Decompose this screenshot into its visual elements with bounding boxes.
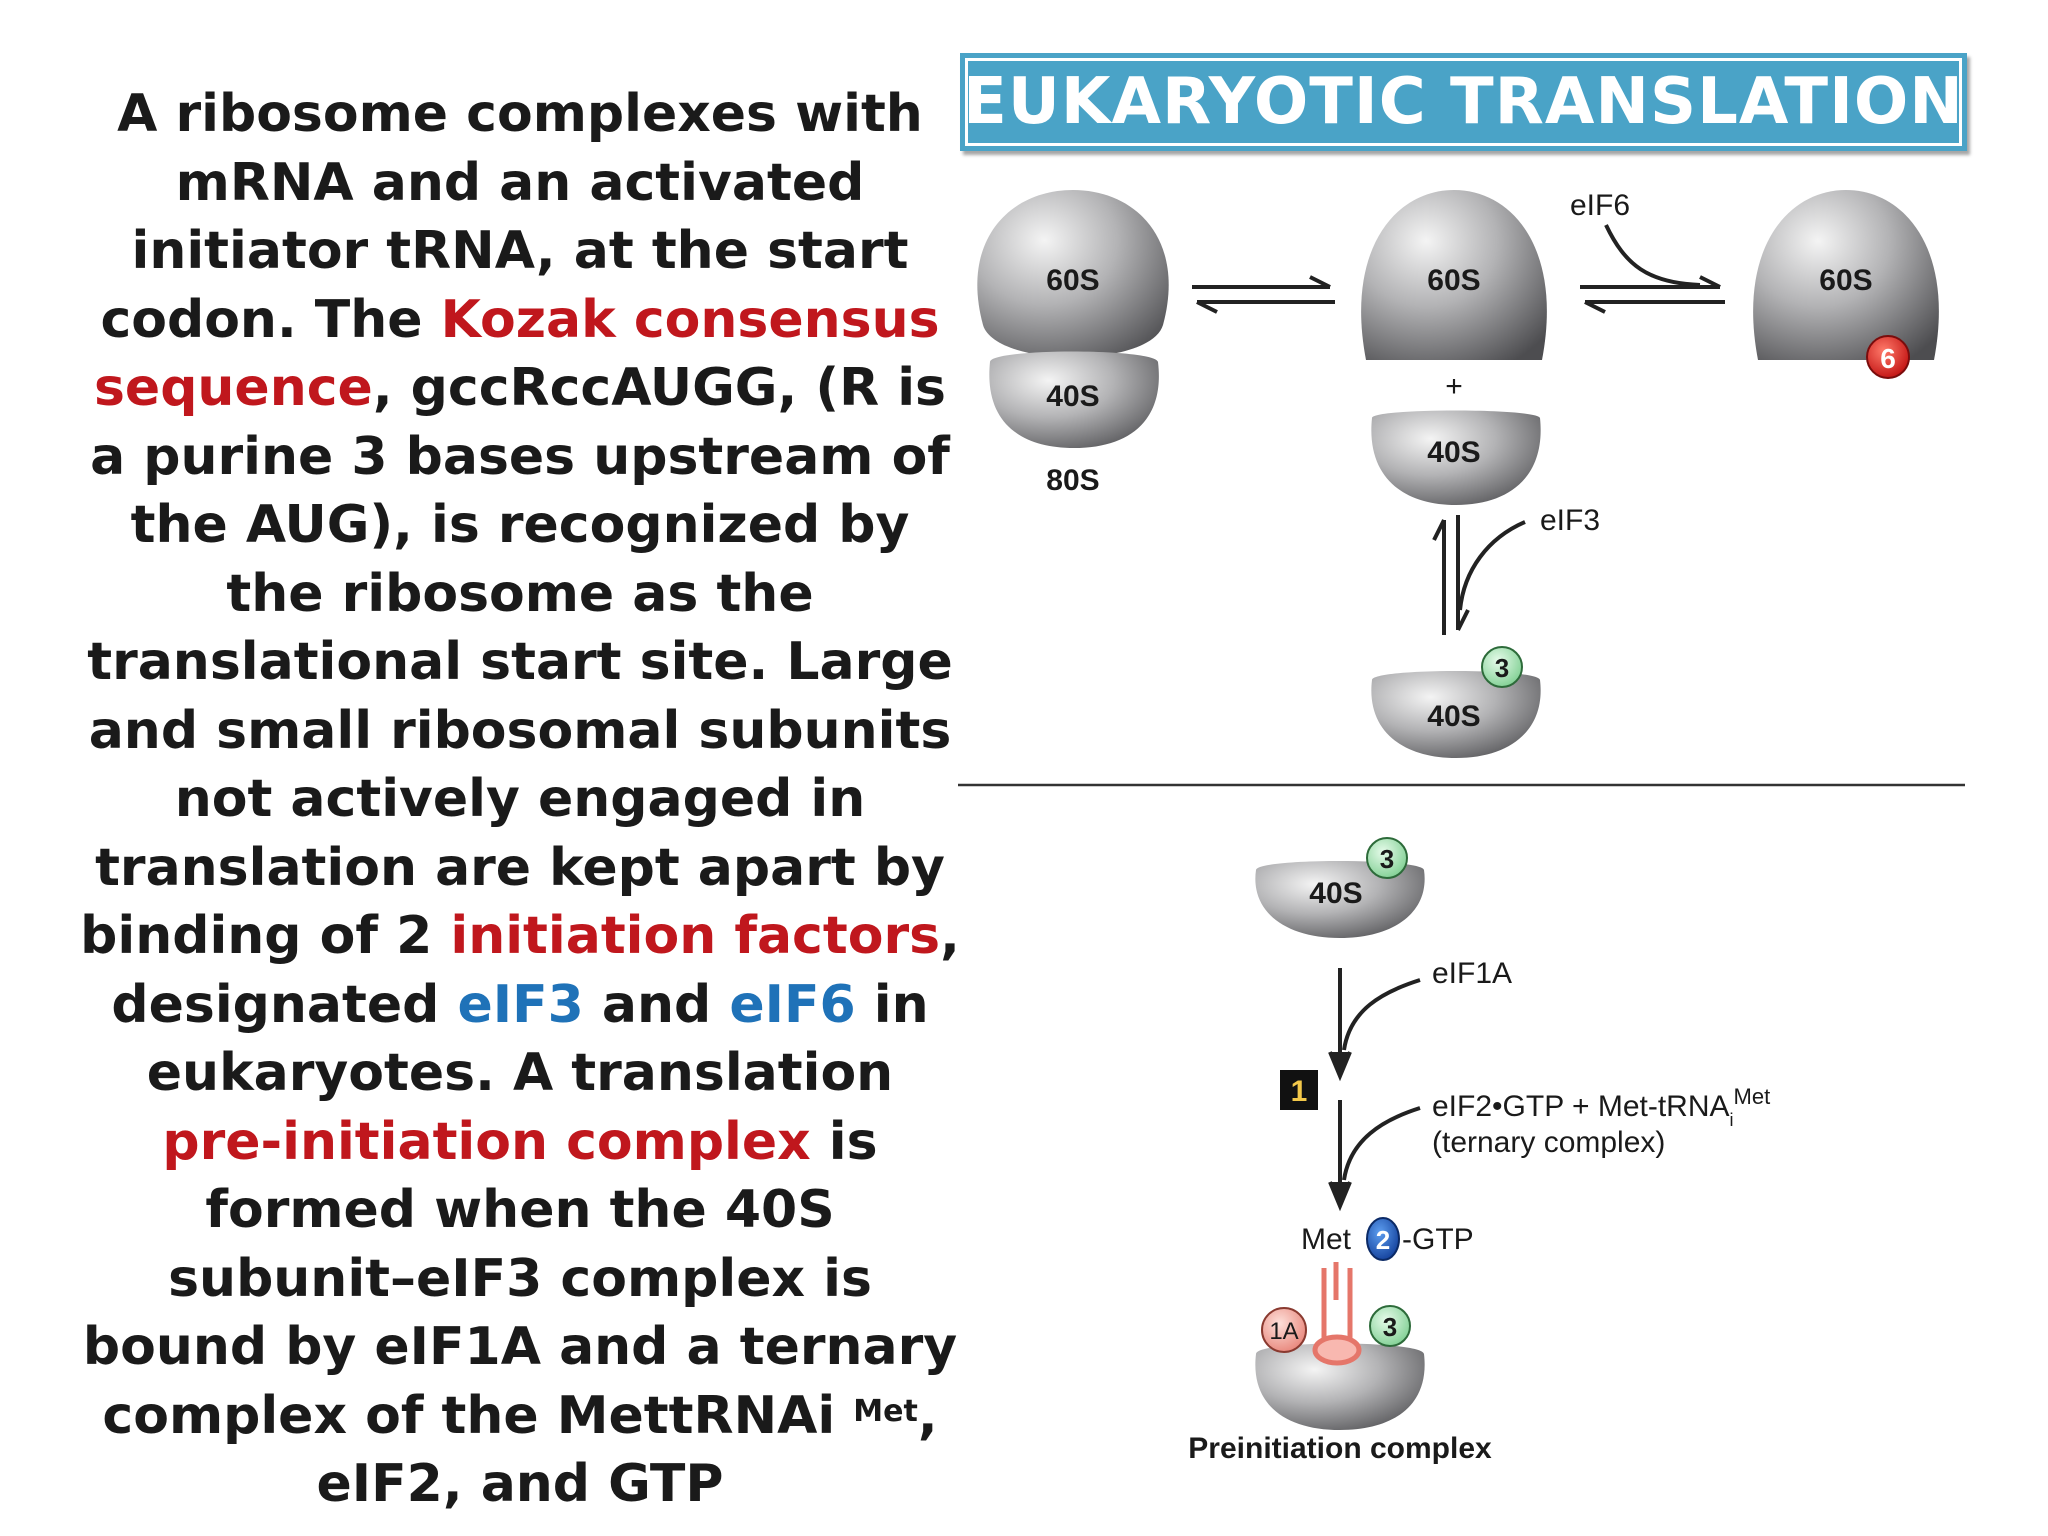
eif6-label: eIF6: [1570, 189, 1630, 222]
label-40s: 40S: [1427, 700, 1480, 733]
eif3-badge: [1369, 1305, 1411, 1347]
equilibrium-arrow-1: [1192, 275, 1335, 314]
ternary-subscript: i: [1730, 1110, 1734, 1130]
plus-sign: +: [1445, 370, 1463, 403]
initiation-factors-term: initiation factors: [450, 906, 941, 966]
met-label: Met: [1301, 1223, 1352, 1256]
eif3-binding-curve: [1458, 520, 1526, 611]
label-60s: 60S: [1046, 264, 1099, 297]
step-1-label: 1: [1291, 1075, 1308, 1108]
equilibrium-arrow-vertical: [1432, 515, 1526, 635]
ternary-binding-curve: [1342, 1106, 1421, 1181]
eif2-badge: [1366, 1217, 1400, 1261]
eif6-binding-curve: [1604, 224, 1701, 287]
ribosome-80s: 60S 40S 80S: [977, 190, 1169, 497]
eif3-badge-label: 3: [1383, 1312, 1397, 1342]
small-subunit-40s: [1255, 861, 1425, 938]
text-part: , gccRccAUGG, (R is a purine 3 bases ups…: [80, 358, 953, 966]
small-subunit-with-eif3: 40S 3: [1371, 646, 1541, 758]
ternary-line-2: (ternary complex): [1432, 1126, 1665, 1159]
met-superscript: Met: [853, 1393, 918, 1429]
eif1a-binding-curve: [1342, 978, 1421, 1051]
small-subunit-with-eif3-lower: 40S 3: [1255, 837, 1425, 938]
eif3-badge: [1366, 837, 1408, 879]
ternary-line-1-main: eIF2•GTP + Met-tRNA: [1432, 1090, 1730, 1123]
equilibrium-arrow-2: [1580, 224, 1725, 314]
preinitiation-complex-label: Preinitiation complex: [1188, 1432, 1492, 1465]
pre-initiation-complex-term: pre-initiation complex: [162, 1111, 811, 1172]
label-40s: 40S: [1427, 436, 1480, 469]
free-large-subunit: 60S: [1361, 190, 1547, 360]
text-part: and: [583, 974, 730, 1035]
slide-title: EUKARYOTIC TRANSLATION: [963, 65, 1964, 139]
text-part: is formed when the 40S subunit–eIF3 comp…: [82, 1111, 958, 1446]
ternary-arrow: [1328, 1100, 1421, 1212]
explanation-text: A ribosome complexes with mRNA and an ac…: [80, 80, 960, 1519]
label-40s: 40S: [1309, 877, 1362, 910]
eif3-badge: [1481, 646, 1523, 688]
large-subunit-60s: [1361, 190, 1547, 360]
small-subunit-40s: [1371, 410, 1541, 505]
title-banner: EUKARYOTIC TRANSLATION: [960, 53, 1967, 151]
eif1a-label: eIF1A: [1432, 957, 1512, 990]
eif1a-badge: [1261, 1307, 1307, 1353]
eif6-badge: [1866, 335, 1910, 379]
large-subunit-60s: [1753, 190, 1939, 360]
label-80s: 80S: [1046, 464, 1099, 497]
eif3-term: eIF3: [457, 974, 584, 1035]
label-40s: 40S: [1046, 380, 1099, 413]
small-subunit-40s: [989, 351, 1159, 448]
eif1a-badge-label: 1A: [1269, 1318, 1298, 1345]
eif6-term: eIF6: [729, 974, 856, 1035]
text-part: , eIF2, and GTP: [316, 1385, 938, 1515]
ternary-line-1: eIF2•GTP + Met-tRNAiMet: [1432, 1084, 1770, 1130]
gtp-label: -GTP: [1402, 1223, 1474, 1256]
kozak-term: Kozak consensus sequence: [93, 289, 940, 419]
eif2-badge-label: 2: [1376, 1225, 1390, 1255]
label-60s: 60S: [1819, 264, 1872, 297]
text-part: , designated: [111, 906, 960, 1035]
eif3-badge-label: 3: [1495, 653, 1509, 683]
label-60s: 60S: [1427, 264, 1480, 297]
eif3-badge-label: 3: [1380, 844, 1394, 874]
met-trna: [1312, 1262, 1362, 1366]
large-subunit-with-eif6: 60S 6: [1753, 190, 1939, 379]
free-small-subunit: 40S: [1371, 410, 1541, 505]
preinitiation-complex: 1A 3: [1255, 1262, 1425, 1430]
small-subunit-40s: [1371, 671, 1541, 758]
text-part: A ribosome complexes with mRNA and an ac…: [100, 84, 923, 350]
eif6-badge-label: 6: [1880, 343, 1896, 374]
large-subunit-60s: [977, 190, 1169, 358]
text-part: in eukaryotes. A translation: [146, 974, 929, 1104]
eif3-label: eIF3: [1540, 504, 1600, 537]
ternary-superscript: Met: [1734, 1084, 1771, 1109]
step-1-badge: [1280, 1070, 1318, 1110]
small-subunit-40s: [1255, 1343, 1425, 1430]
eif1a-arrow: [1328, 968, 1421, 1082]
